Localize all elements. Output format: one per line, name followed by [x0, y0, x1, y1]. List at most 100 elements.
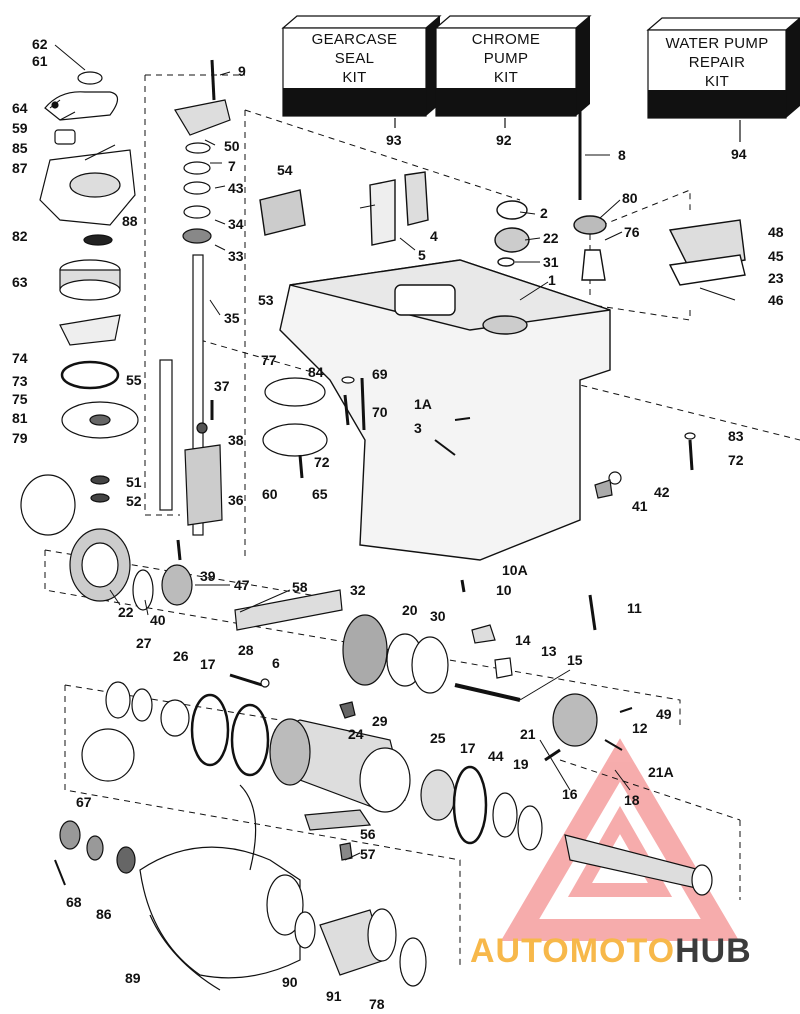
part-label: 91 — [326, 988, 342, 1004]
part-label: 29 — [372, 713, 388, 729]
part-label: 61 — [32, 53, 48, 69]
part-label: 57 — [360, 846, 376, 862]
part-label: 75 — [12, 391, 28, 407]
part-label: 69 — [372, 366, 388, 382]
part-label: 84 — [308, 364, 324, 380]
kit-94-label: WATER PUMP REPAIR KIT — [648, 34, 786, 91]
kit-92-label: CHROME PUMP KIT — [436, 30, 576, 87]
part-label: 1 — [548, 272, 556, 288]
driveshaft-parts — [159, 59, 231, 561]
part-label: 13 — [541, 643, 557, 659]
watermark-logo: AUTOMOTOHUB — [470, 932, 752, 971]
part-label: 46 — [768, 292, 784, 308]
part-label: 25 — [430, 730, 446, 746]
part-label: 3 — [414, 420, 422, 436]
part-label: 90 — [282, 974, 298, 990]
part-label: 21A — [648, 764, 674, 780]
part-label: 2 — [540, 205, 548, 221]
part-label: 74 — [12, 350, 28, 366]
gearcase-housing — [259, 100, 746, 561]
part-label: 54 — [277, 162, 293, 178]
kit-leaders — [394, 118, 741, 142]
part-label: 33 — [228, 248, 244, 264]
part-label: 18 — [624, 792, 640, 808]
kit-93-line1: GEARCASE — [311, 31, 398, 48]
part-label: 80 — [622, 190, 638, 206]
part-label: 82 — [12, 228, 28, 244]
kit-94-line3: KIT — [704, 73, 730, 90]
part-label: 45 — [768, 248, 784, 264]
part-label: 88 — [122, 213, 138, 229]
part-label: 24 — [348, 726, 364, 742]
part-label: 28 — [238, 642, 254, 658]
part-label: 23 — [768, 270, 784, 286]
part-label: 11 — [627, 600, 642, 616]
part-label: 87 — [12, 160, 28, 176]
part-label: 44 — [488, 748, 504, 764]
lower-gear-parts — [69, 528, 633, 762]
part-label: 34 — [228, 216, 244, 232]
part-label: 10A — [502, 562, 528, 578]
part-label: 48 — [768, 224, 784, 240]
part-label: 10 — [496, 582, 512, 598]
part-label: 65 — [312, 486, 328, 502]
part-label: 38 — [228, 432, 244, 448]
kit-93-line3: KIT — [342, 69, 367, 86]
part-label: 76 — [624, 224, 640, 240]
part-label: 5 — [418, 247, 426, 263]
part-label: 58 — [292, 579, 308, 595]
part-label: 62 — [32, 36, 48, 52]
watermark-part1: AUTOMOTO — [470, 932, 676, 970]
part-label: 17 — [200, 656, 216, 672]
bearing-carrier-parts — [81, 673, 713, 896]
part-label: 49 — [656, 706, 672, 722]
middle-parts — [262, 376, 696, 593]
part-label: 60 — [262, 486, 278, 502]
part-label: 14 — [515, 632, 531, 648]
part-label: 68 — [66, 894, 82, 910]
part-label: 72 — [314, 454, 330, 470]
part-label: 86 — [96, 906, 112, 922]
part-label: 77 — [261, 352, 277, 368]
part-label: 36 — [228, 492, 244, 508]
water-pump-parts — [20, 71, 139, 536]
part-label: 40 — [150, 612, 166, 628]
part-label: 64 — [12, 100, 28, 116]
part-leaders — [49, 44, 736, 861]
part-label: 17 — [460, 740, 476, 756]
kit-93-number: 93 — [386, 132, 402, 148]
part-label: 81 — [12, 410, 28, 426]
part-label: 39 — [200, 568, 216, 584]
part-label: 32 — [350, 582, 366, 598]
part-label: 35 — [224, 310, 240, 326]
part-label: 56 — [360, 826, 376, 842]
kit-92-line1: CHROME — [471, 31, 541, 48]
part-label: 67 — [76, 794, 92, 810]
part-label: 89 — [125, 970, 141, 986]
part-label: 41 — [632, 498, 648, 514]
kit-box-94 — [646, 17, 800, 119]
part-label: 8 — [618, 147, 626, 163]
kit-94-line1: WATER PUMP — [665, 35, 769, 52]
part-label: 20 — [402, 602, 418, 618]
part-label: 51 — [126, 474, 142, 490]
part-label: 53 — [258, 292, 274, 308]
watermark-part2: HUB — [675, 932, 752, 970]
assembly-guides — [44, 74, 800, 965]
part-label: 21 — [520, 726, 536, 742]
kit-box-92 — [434, 15, 592, 117]
part-label: 26 — [173, 648, 189, 664]
kit-94-number: 94 — [731, 146, 747, 162]
propeller-parts — [54, 784, 427, 991]
part-label: 70 — [372, 404, 388, 420]
part-label: 79 — [12, 430, 28, 446]
part-label: 37 — [214, 378, 230, 394]
part-label: 22 — [543, 230, 559, 246]
kit-92-line3: KIT — [493, 69, 519, 86]
part-label: 4 — [430, 228, 438, 244]
part-label: 6 — [272, 655, 280, 671]
part-label: 15 — [567, 652, 583, 668]
part-label: 50 — [224, 138, 240, 154]
part-label: 85 — [12, 140, 28, 156]
